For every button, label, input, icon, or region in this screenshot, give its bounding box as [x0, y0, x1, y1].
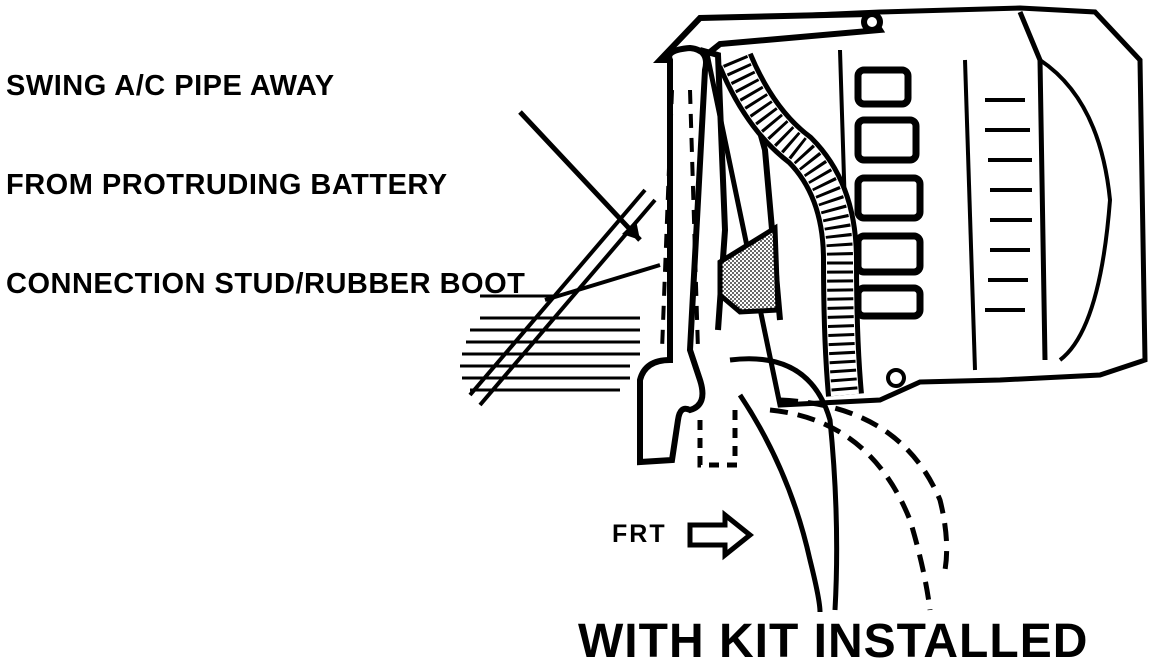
fin-lines [985, 98, 1032, 312]
callout-line-2: FROM PROTRUDING BATTERY [6, 169, 448, 201]
bolt [886, 368, 906, 388]
wiring-harness [717, 52, 864, 397]
ac-pipe-lines [468, 188, 661, 407]
callout-line-1: SWING A/C PIPE AWAY [6, 70, 335, 102]
hoses [697, 356, 950, 613]
callout-line-3: CONNECTION STUD/RUBBER BOOT [6, 268, 526, 300]
cooling-slots [854, 66, 924, 320]
front-label: FRT [612, 520, 667, 548]
front-direction-arrow-icon [687, 509, 755, 561]
rubber-boot [717, 223, 781, 315]
callout-text: SWING A/C PIPE AWAY FROM PROTRUDING BATT… [6, 4, 525, 367]
figure-caption: WITH KIT INSTALLED [578, 615, 1089, 668]
leader-line [518, 110, 642, 242]
ac-pipe [637, 44, 709, 466]
